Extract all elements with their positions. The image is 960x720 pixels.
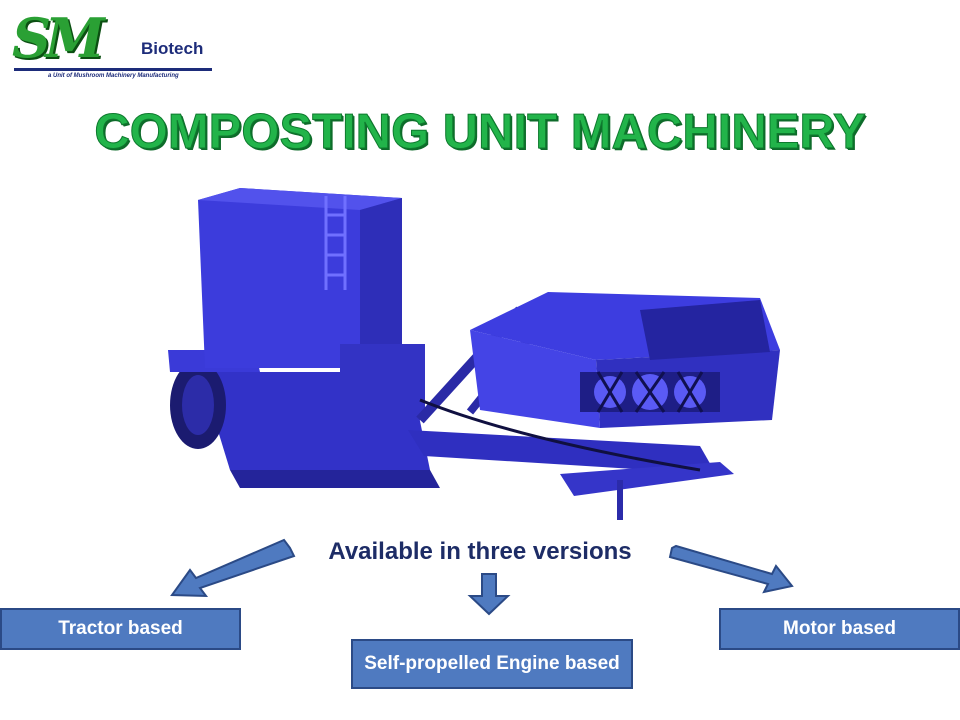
- version-self-propelled-engine-based: Self-propelled Engine based: [351, 639, 633, 689]
- logo-tagline: a Unit of Mushroom Machinery Manufacturi…: [48, 73, 179, 79]
- logo-brand: Biotech: [141, 39, 204, 58]
- version-motor-based: Motor based: [719, 608, 960, 650]
- logo-divider: [14, 68, 212, 71]
- logo-mark: SM: [12, 6, 105, 70]
- versions-heading: Available in three versions: [328, 538, 632, 565]
- version-tractor-based: Tractor based: [0, 608, 241, 650]
- company-logo: SM Biotech a Unit of Mushroom Machinery …: [8, 6, 218, 80]
- slide-title: COMPOSTING UNIT MACHINERY: [94, 105, 866, 160]
